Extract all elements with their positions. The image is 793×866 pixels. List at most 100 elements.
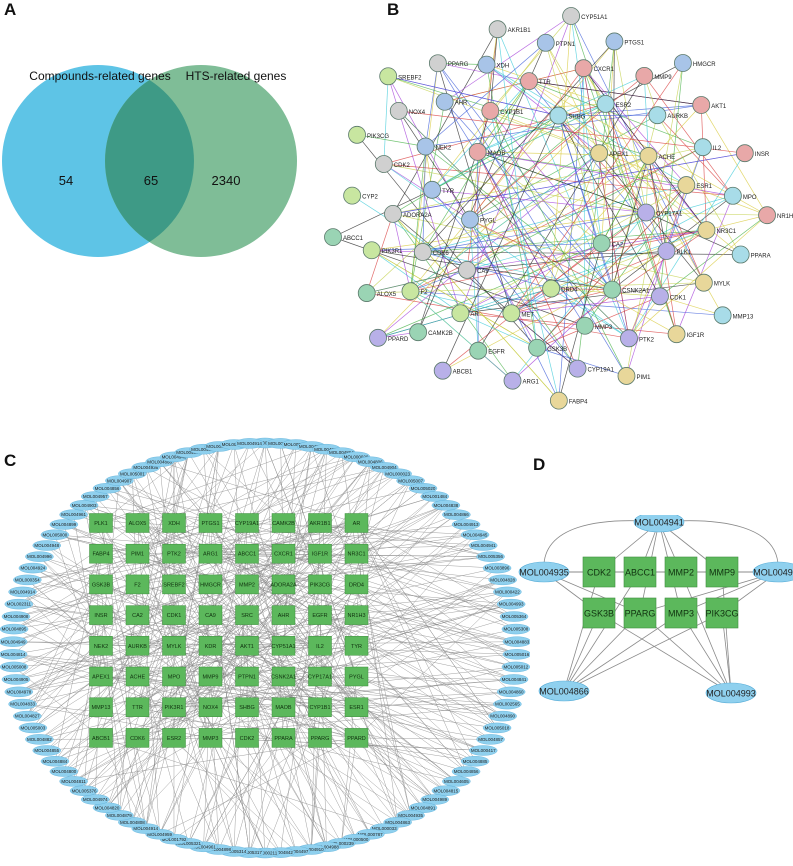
ppi-node-ca2[interactable]: CA2: [592, 234, 624, 253]
network-molecule-node[interactable]: MOL004882: [25, 734, 54, 745]
network-molecule-node[interactable]: MOL004905: [1, 674, 31, 685]
ppi-node-arg1[interactable]: ARG1: [503, 371, 540, 390]
ppi-node-ptk2[interactable]: PTK2: [620, 329, 655, 348]
ppi-node-ache[interactable]: ACHE: [639, 147, 675, 165]
network-gene-xdh[interactable]: XDH: [162, 513, 186, 533]
network-molecule-node[interactable]: MOL004978: [4, 686, 34, 698]
ppi-node-esr1[interactable]: ESR1: [677, 176, 713, 194]
hub-gene-abcc1[interactable]: ABCC1: [623, 556, 657, 588]
network-molecule-node[interactable]: MOL005016: [502, 649, 530, 660]
network-molecule-node[interactable]: MOL004860: [496, 686, 526, 698]
network-molecule-node[interactable]: MOL004993: [496, 598, 526, 610]
network-gene-esr2[interactable]: ESR2: [162, 728, 186, 748]
network-gene-adora2a[interactable]: ADORA2A: [270, 574, 297, 595]
network-molecule-node[interactable]: MOL004891: [408, 802, 438, 813]
network-molecule-node[interactable]: MOL005364: [499, 611, 529, 622]
network-gene-cdk1[interactable]: CDK1: [162, 605, 186, 625]
network-molecule-node[interactable]: MOL000417: [469, 745, 498, 756]
hub-molecule-bottom-right[interactable]: MOL004993: [705, 682, 757, 704]
ppi-node-tyr[interactable]: TYR: [423, 180, 455, 199]
network-molecule-node[interactable]: MOL004814: [0, 649, 28, 660]
network-gene-apex1[interactable]: APEX1: [89, 666, 113, 687]
network-gene-nr3c1[interactable]: NR3C1: [344, 543, 369, 564]
network-gene-csnk2a1[interactable]: CSNK2A1: [271, 666, 296, 687]
network-gene-ppard[interactable]: PPARD: [344, 728, 369, 748]
network-gene-mmp9[interactable]: MMP9: [198, 666, 223, 687]
ppi-node-srebf2[interactable]: SREBF2: [379, 67, 423, 86]
network-gene-arg1[interactable]: ARG1: [198, 543, 223, 564]
network-molecule-node[interactable]: MOL005356: [476, 551, 505, 562]
network-molecule-node[interactable]: MOL005020: [408, 483, 438, 494]
ppi-node-nox4[interactable]: NOX4: [389, 101, 426, 120]
network-molecule-node[interactable]: MOL004974: [81, 794, 110, 805]
network-gene-cyp19a1[interactable]: CYP19A1: [235, 513, 259, 533]
ppi-node-ahr[interactable]: AHR: [435, 92, 468, 111]
ppi-node-egfr[interactable]: EGFR: [469, 341, 506, 360]
network-molecule-node[interactable]: MOL004924: [18, 562, 48, 574]
network-molecule-node[interactable]: MOL004899: [49, 519, 79, 530]
ppi-node-shbg[interactable]: SHBG: [549, 106, 586, 125]
ppi-node-plk1[interactable]: PLK1: [657, 242, 692, 260]
ppi-node-nek2[interactable]: NEK2: [416, 137, 452, 156]
network-gene-pygl[interactable]: PYGL: [344, 666, 369, 687]
ppi-node-nr3c1[interactable]: NR3C1: [697, 221, 737, 239]
ppi-node-abcb1[interactable]: ABCB1: [433, 361, 473, 380]
ppi-node-csnk2a1[interactable]: CSNK2A1: [603, 280, 651, 299]
network-molecule-node[interactable]: MOL004914: [8, 586, 37, 598]
ppi-node-pik3cg[interactable]: PIK3CG: [348, 125, 390, 144]
network-gene-mylk[interactable]: MYLK: [162, 636, 186, 656]
hub-gene-cdk2[interactable]: CDK2: [582, 556, 616, 588]
network-molecule-node[interactable]: MOL005308: [501, 623, 530, 635]
ppi-node-met[interactable]: MET: [502, 304, 535, 323]
ppi-node-mmp9[interactable]: MMP9: [635, 66, 672, 85]
network-molecule-node[interactable]: MOL004957: [81, 491, 110, 502]
network-gene-srebf2[interactable]: SREBF2: [162, 574, 186, 595]
network-molecule-node[interactable]: MOL000354: [13, 574, 42, 586]
network-molecule-node[interactable]: MOL003896: [482, 562, 512, 574]
network-gene-src[interactable]: SRC: [235, 605, 259, 625]
network-molecule-node[interactable]: MOL004857: [476, 734, 505, 745]
network-molecule-node[interactable]: MOL005376: [69, 785, 99, 796]
network-molecule-node[interactable]: MOL004989: [420, 794, 449, 805]
network-molecule-node[interactable]: MOL004890: [488, 710, 517, 722]
network-gene-ptpn1[interactable]: PTPN1: [235, 666, 259, 687]
network-gene-pparg[interactable]: PPARG: [308, 728, 332, 748]
network-gene-kdr[interactable]: KDR: [198, 636, 223, 656]
hub-gene-pparg[interactable]: PPARG: [623, 597, 657, 629]
ppi-node-alox5[interactable]: ALOX5: [357, 284, 397, 302]
network-gene-ca2[interactable]: CA2: [125, 605, 150, 625]
network-gene-insr[interactable]: INSR: [89, 605, 113, 625]
hub-molecule-left[interactable]: MOL004935: [518, 561, 570, 583]
network-gene-shbg[interactable]: SHBG: [235, 697, 259, 717]
network-molecule-node[interactable]: MOL004945: [460, 529, 490, 540]
network-gene-aurkb[interactable]: AURKB: [125, 636, 150, 656]
network-gene-esr1[interactable]: ESR1: [344, 697, 369, 717]
ppi-node-adora2a[interactable]: ADORA2A: [384, 204, 432, 223]
network-molecule-node[interactable]: MOL004828: [488, 574, 517, 586]
network-gene-fabp4[interactable]: FABP4: [89, 543, 113, 564]
ppi-node-ar[interactable]: AR: [451, 304, 480, 323]
ppi-node-akr1b1[interactable]: AKR1B1: [488, 20, 531, 39]
network-molecule-node[interactable]: MOL005018: [482, 722, 512, 734]
network-gene-ppara[interactable]: PPARA: [271, 728, 296, 748]
network-molecule-node[interactable]: MOL004948: [32, 540, 61, 551]
network-molecule-node[interactable]: MOL004815: [431, 785, 461, 796]
network-gene-pik3r1[interactable]: PIK3R1: [162, 697, 186, 717]
ppi-node-pik3r1[interactable]: PIK3R1: [362, 241, 403, 260]
ppi-node-insr[interactable]: INSR: [735, 144, 770, 163]
network-molecule-node[interactable]: MOL004827: [13, 710, 42, 722]
ppi-node-ptpn1[interactable]: PTPN1: [536, 33, 576, 52]
network-molecule-node[interactable]: MOL004885: [460, 756, 490, 767]
network-molecule-node[interactable]: MOL000422: [493, 586, 522, 598]
ppi-node-akt1[interactable]: AKT1: [692, 96, 727, 114]
network-gene-mmp2[interactable]: MMP2: [235, 574, 259, 595]
ppi-node-ttr[interactable]: TTR: [520, 72, 552, 91]
ppi-node-aurkb[interactable]: AURKB: [648, 106, 688, 125]
ppi-node-cyp17a1[interactable]: CYP17A1: [637, 203, 684, 222]
ppi-node-igf1r[interactable]: IGF1R: [667, 325, 705, 344]
network-gene-cyp51a1[interactable]: CYP51A1: [271, 636, 296, 656]
network-gene-il2[interactable]: IL2: [308, 636, 332, 656]
ppi-node-f2[interactable]: F2: [401, 282, 428, 301]
network-gene-hmgcr[interactable]: HMGCR: [198, 574, 223, 595]
network-molecule-node[interactable]: MOL005012: [501, 661, 530, 673]
